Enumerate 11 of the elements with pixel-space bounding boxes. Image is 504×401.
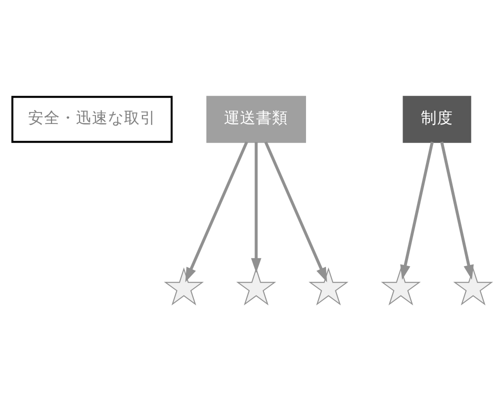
- node-star: [453, 267, 494, 306]
- arrow: [264, 141, 328, 282]
- node-star: [380, 267, 421, 306]
- arrow: [251, 142, 262, 273]
- node-star: [236, 267, 276, 306]
- arrow: [400, 142, 434, 280]
- arrow: [185, 141, 248, 282]
- node-box: 運送書類: [206, 96, 306, 143]
- node-box: 制度: [402, 96, 472, 143]
- node-box: 安全・迅速な取引: [11, 96, 173, 143]
- arrow: [440, 142, 474, 280]
